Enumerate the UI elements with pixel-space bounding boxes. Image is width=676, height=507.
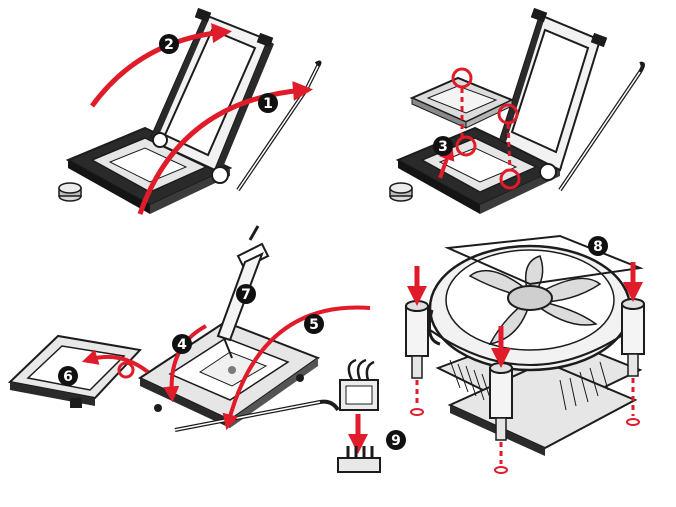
svg-text:7: 7 <box>241 287 251 303</box>
panel-socket-cpu-insert: 3 <box>389 7 645 214</box>
step-badge-6: 6 <box>58 366 78 386</box>
svg-text:6: 6 <box>63 369 73 385</box>
socket-cap-icon <box>389 182 413 202</box>
fan-connector-group: 9 <box>337 358 406 473</box>
cpu-socket-icon <box>137 320 340 432</box>
alignment-circle-icon <box>117 361 135 379</box>
close-plate-arrow <box>163 324 207 403</box>
step-badge-2: 2 <box>159 34 179 54</box>
step-badge-1: 1 <box>258 93 278 113</box>
step-badge-9: 9 <box>386 430 406 450</box>
step-badge-5: 5 <box>304 314 324 334</box>
open-plate-arrow <box>89 23 232 108</box>
step-badge-4: 4 <box>172 334 192 354</box>
alignment-circle-icon <box>451 67 521 190</box>
remove-cap-arrow <box>81 349 150 374</box>
load-plate-icon <box>148 7 274 172</box>
svg-text:3: 3 <box>438 139 448 155</box>
fan-header-icon <box>337 446 381 473</box>
svg-text:1: 1 <box>263 96 273 112</box>
socket-cap-icon <box>58 182 82 202</box>
fan-connector-icon <box>339 358 379 411</box>
panel-socket-open-lever: 2 1 <box>58 7 322 215</box>
cpu-cooler-icon <box>427 234 644 456</box>
insert-cpu-arrow <box>438 143 455 179</box>
lower-lever-arrow <box>222 305 371 431</box>
step-badge-8: 8 <box>588 236 608 256</box>
panel-cooler-install: 8 <box>405 234 645 474</box>
svg-text:8: 8 <box>593 239 603 255</box>
lift-lever-arrow <box>137 80 313 215</box>
svg-text:4: 4 <box>177 337 187 353</box>
push-pin-icon <box>405 300 429 379</box>
step-badge-3: 3 <box>433 136 453 156</box>
svg-text:2: 2 <box>164 37 174 53</box>
svg-text:9: 9 <box>391 433 401 449</box>
mounting-hole-guides <box>410 378 640 474</box>
panel-socket-thermal-paste: 6 4 7 5 <box>7 225 371 432</box>
cpu-socket-icon <box>65 126 233 214</box>
step-badge-7: 7 <box>236 284 256 304</box>
retention-lever-icon <box>539 61 645 192</box>
svg-text:5: 5 <box>309 317 319 333</box>
load-plate-icon <box>498 7 608 172</box>
